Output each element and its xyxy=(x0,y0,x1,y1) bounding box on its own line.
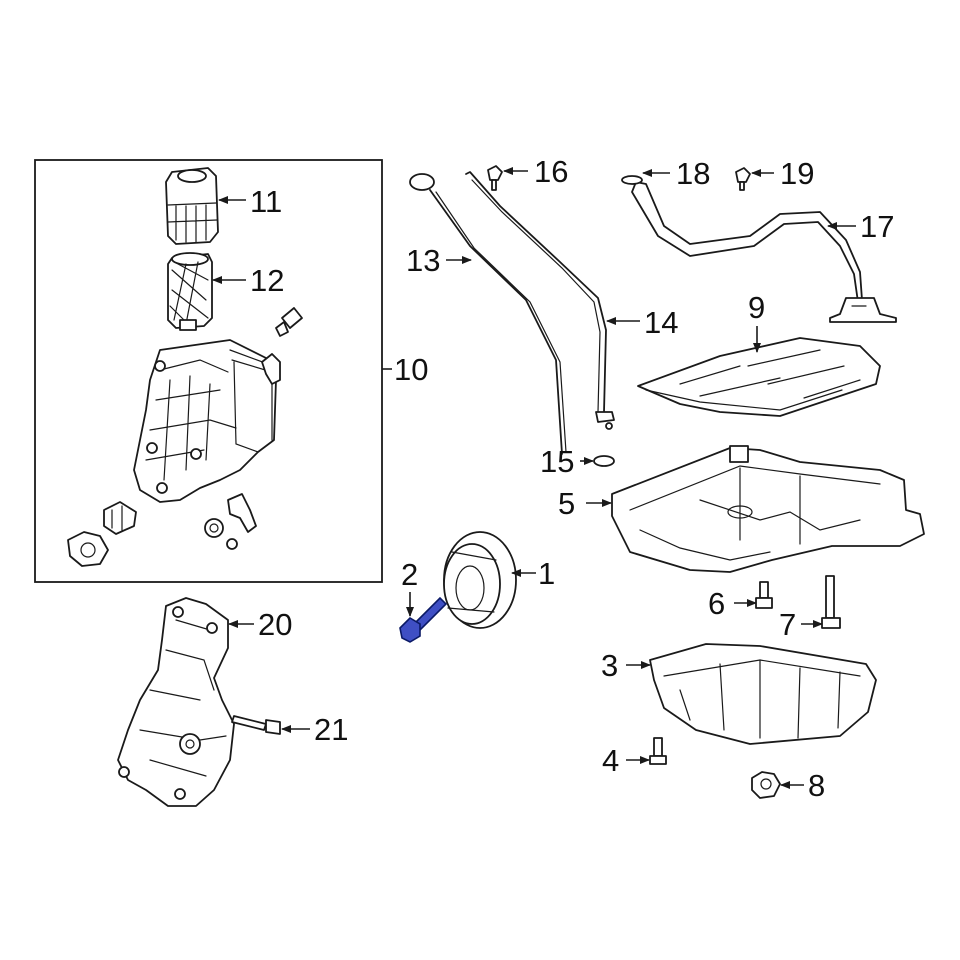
callout-5: 5 xyxy=(558,486,575,521)
callout-10: 10 xyxy=(394,352,428,387)
pump-housing-bolt[interactable] xyxy=(231,715,281,735)
damper-bolt-highlighted[interactable] xyxy=(399,596,448,643)
oil-pressure-sensor[interactable] xyxy=(275,307,303,337)
pan-bolt-7[interactable] xyxy=(821,575,841,629)
housing-seals[interactable] xyxy=(67,493,257,567)
pickup-tube-bolt[interactable] xyxy=(735,167,751,191)
callout-4: 4 xyxy=(602,743,619,778)
oil-filter-housing[interactable] xyxy=(133,339,281,503)
crankshaft-damper[interactable] xyxy=(443,531,517,629)
drain-plug-nut[interactable] xyxy=(751,771,781,799)
callout-19: 19 xyxy=(780,156,814,191)
callout-8: 8 xyxy=(808,768,825,803)
lower-oil-pan[interactable] xyxy=(649,643,877,745)
pan-bolt-4[interactable] xyxy=(649,737,667,765)
upper-oil-pan[interactable] xyxy=(611,445,925,573)
callout-2: 2 xyxy=(401,557,418,592)
callout-1: 1 xyxy=(538,556,555,591)
callout-21: 21 xyxy=(314,712,348,747)
callout-12: 12 xyxy=(250,263,284,298)
callout-15: 15 xyxy=(540,444,574,479)
oil-filter-assembly-box xyxy=(34,159,383,583)
windage-tray[interactable] xyxy=(637,337,881,417)
oil-dipstick[interactable] xyxy=(409,173,567,455)
callout-20: 20 xyxy=(258,607,292,642)
tube-bolt[interactable] xyxy=(487,165,503,191)
oil-filter-cap[interactable] xyxy=(165,167,219,245)
callout-9: 9 xyxy=(748,290,765,325)
callout-6: 6 xyxy=(708,586,725,621)
pickup-tube-seal[interactable] xyxy=(621,175,643,185)
oil-filter-element[interactable] xyxy=(167,252,213,331)
oil-pickup-tube[interactable] xyxy=(631,181,897,323)
callout-16: 16 xyxy=(534,154,568,189)
o-ring[interactable] xyxy=(593,455,615,467)
callout-11: 11 xyxy=(250,184,282,219)
oil-pump-housing[interactable] xyxy=(117,597,235,807)
callout-3: 3 xyxy=(601,648,618,683)
callout-17: 17 xyxy=(860,209,894,244)
callout-14: 14 xyxy=(644,305,678,340)
callout-18: 18 xyxy=(676,156,710,191)
pan-bolt-6[interactable] xyxy=(755,581,773,609)
dipstick-tube[interactable] xyxy=(465,171,615,430)
callout-13: 13 xyxy=(406,243,440,278)
callout-7: 7 xyxy=(779,607,796,642)
